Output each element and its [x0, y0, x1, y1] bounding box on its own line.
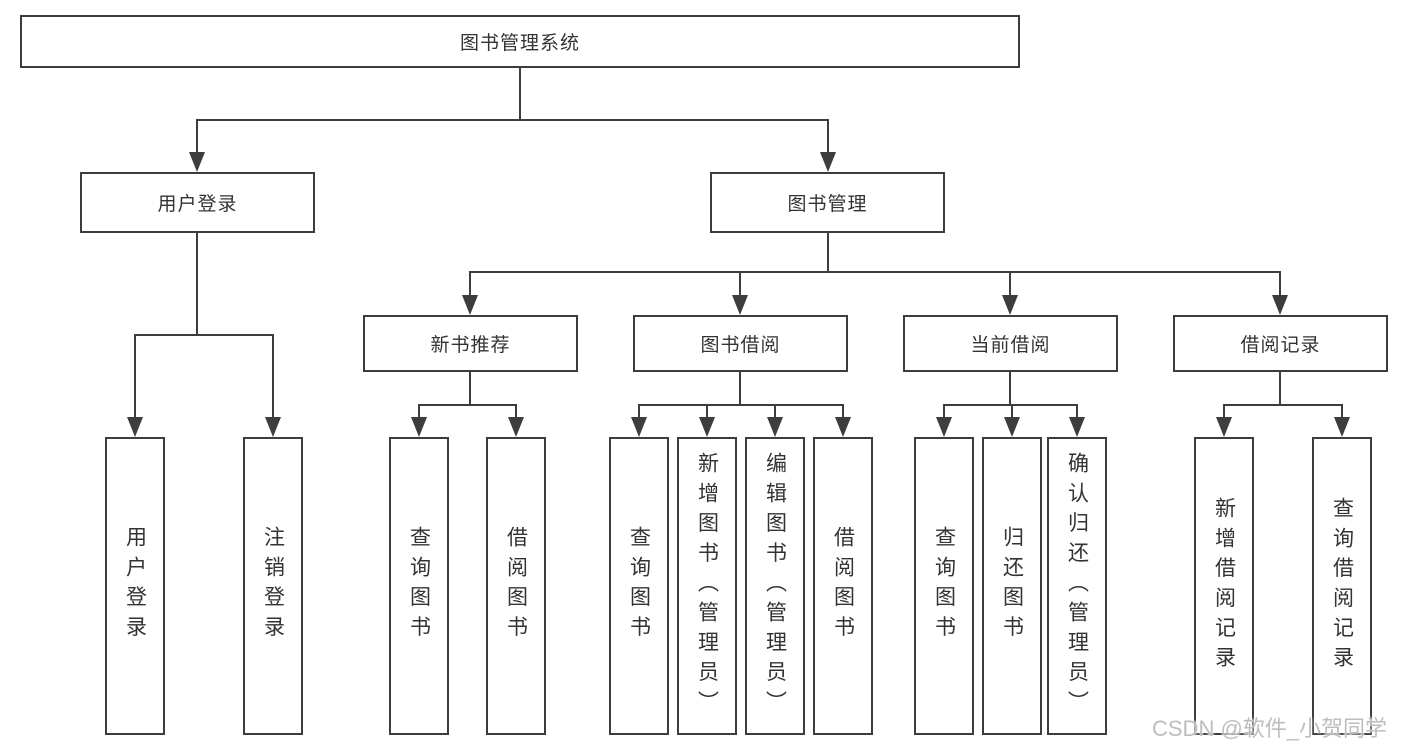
- leaf-edit-books-admin: 编辑图书（管理员）: [745, 437, 805, 735]
- leaf-label: 新增图书（管理员）: [695, 451, 719, 721]
- connector-book-borrow-bar: [638, 404, 844, 406]
- leaf-label: 注销登录: [261, 526, 285, 646]
- connector-level3-bar: [469, 271, 1281, 273]
- connector-leaf-drop: [272, 334, 274, 419]
- node-current-borrowing: 当前借阅: [903, 315, 1118, 372]
- connector-borrow-record-bar: [1223, 404, 1343, 406]
- arrowhead-down-icon: [820, 152, 836, 172]
- node-label: 图书借阅: [700, 335, 781, 356]
- leaf-query-books-borrow: 查询图书: [609, 437, 669, 735]
- connector-level3-drop: [1279, 271, 1281, 297]
- leaf-label: 归还图书: [1000, 526, 1024, 646]
- connector-new-book-bar: [418, 404, 517, 406]
- node-label: 借阅记录: [1240, 335, 1321, 356]
- arrowhead-down-icon: [631, 417, 647, 437]
- leaf-label: 确认归还（管理员）: [1065, 451, 1089, 721]
- leaf-confirm-return-admin: 确认归还（管理员）: [1047, 437, 1107, 735]
- leaf-label: 编辑图书（管理员）: [763, 451, 787, 721]
- leaf-label: 借阅图书: [504, 526, 528, 646]
- node-book-borrowing: 图书借阅: [633, 315, 848, 372]
- connector-new-book-stem: [469, 372, 471, 406]
- leaf-logout: 注销登录: [243, 437, 303, 735]
- connector-book-borrow-stem: [739, 372, 741, 406]
- arrowhead-down-icon: [508, 417, 524, 437]
- connector-level2-drop: [196, 119, 198, 154]
- arrowhead-down-icon: [1334, 417, 1350, 437]
- arrowhead-down-icon: [936, 417, 952, 437]
- connector-root-stem: [519, 68, 521, 121]
- csdn-watermark: CSDN @软件_小贺同学: [1152, 716, 1388, 741]
- arrowhead-down-icon: [835, 417, 851, 437]
- connector-leaf-drop: [706, 404, 708, 419]
- node-label: 当前借阅: [970, 335, 1051, 356]
- node-user-login: 用户登录: [80, 172, 315, 233]
- node-borrowing-records: 借阅记录: [1173, 315, 1388, 372]
- leaf-add-books-admin: 新增图书（管理员）: [677, 437, 737, 735]
- leaf-label: 新增借阅记录: [1212, 496, 1236, 676]
- connector-leaf-drop: [943, 404, 945, 419]
- connector-leaf-drop: [1011, 404, 1013, 419]
- leaf-user-login: 用户登录: [105, 437, 165, 735]
- arrowhead-down-icon: [1004, 417, 1020, 437]
- connector-level3-drop: [469, 271, 471, 297]
- node-label: 图书管理: [787, 194, 868, 215]
- leaf-borrow-books-recommend: 借阅图书: [486, 437, 546, 735]
- connector-leaf-drop: [1341, 404, 1343, 419]
- leaf-label: 查询借阅记录: [1330, 496, 1354, 676]
- leaf-label: 借阅图书: [831, 526, 855, 646]
- connector-leaf-drop: [1223, 404, 1225, 419]
- node-label: 图书管理系统: [459, 33, 580, 54]
- leaf-return-books: 归还图书: [982, 437, 1042, 735]
- arrowhead-down-icon: [127, 417, 143, 437]
- connector-leaf-drop: [638, 404, 640, 419]
- connector-level3-drop: [1009, 271, 1011, 297]
- connector-level2-drop: [827, 119, 829, 154]
- leaf-query-borrow-record: 查询借阅记录: [1312, 437, 1372, 735]
- connector-user-login-bar: [134, 334, 274, 336]
- leaf-borrow-books: 借阅图书: [813, 437, 873, 735]
- node-book-management: 图书管理: [710, 172, 945, 233]
- connector-leaf-drop: [842, 404, 844, 419]
- connector-leaf-drop: [1076, 404, 1078, 419]
- arrowhead-down-icon: [1069, 417, 1085, 437]
- connector-book-management-stem: [827, 233, 829, 273]
- arrowhead-down-icon: [1272, 295, 1288, 315]
- connector-current-borrow-bar: [943, 404, 1078, 406]
- leaf-add-borrow-record: 新增借阅记录: [1194, 437, 1254, 735]
- arrowhead-down-icon: [265, 417, 281, 437]
- leaf-label: 查询图书: [407, 526, 431, 646]
- leaf-query-books-current: 查询图书: [914, 437, 974, 735]
- arrowhead-down-icon: [767, 417, 783, 437]
- node-library-management-system: 图书管理系统: [20, 15, 1020, 68]
- connector-user-login-stem: [196, 233, 198, 336]
- arrowhead-down-icon: [1002, 295, 1018, 315]
- connector-leaf-drop: [774, 404, 776, 419]
- arrowhead-down-icon: [732, 295, 748, 315]
- connector-current-borrow-stem: [1009, 372, 1011, 406]
- arrowhead-down-icon: [699, 417, 715, 437]
- connector-level2-bar: [196, 119, 829, 121]
- connector-borrow-record-stem: [1279, 372, 1281, 406]
- arrowhead-down-icon: [411, 417, 427, 437]
- leaf-label: 查询图书: [627, 526, 651, 646]
- connector-level3-drop: [739, 271, 741, 297]
- leaf-label: 用户登录: [123, 526, 147, 646]
- connector-leaf-drop: [515, 404, 517, 419]
- leaf-query-books-recommend: 查询图书: [389, 437, 449, 735]
- leaf-label: 查询图书: [932, 526, 956, 646]
- arrowhead-down-icon: [462, 295, 478, 315]
- arrowhead-down-icon: [1216, 417, 1232, 437]
- connector-leaf-drop: [134, 334, 136, 419]
- arrowhead-down-icon: [189, 152, 205, 172]
- connector-leaf-drop: [418, 404, 420, 419]
- node-label: 新书推荐: [430, 335, 511, 356]
- node-label: 用户登录: [157, 194, 238, 215]
- node-new-book-recommendation: 新书推荐: [363, 315, 578, 372]
